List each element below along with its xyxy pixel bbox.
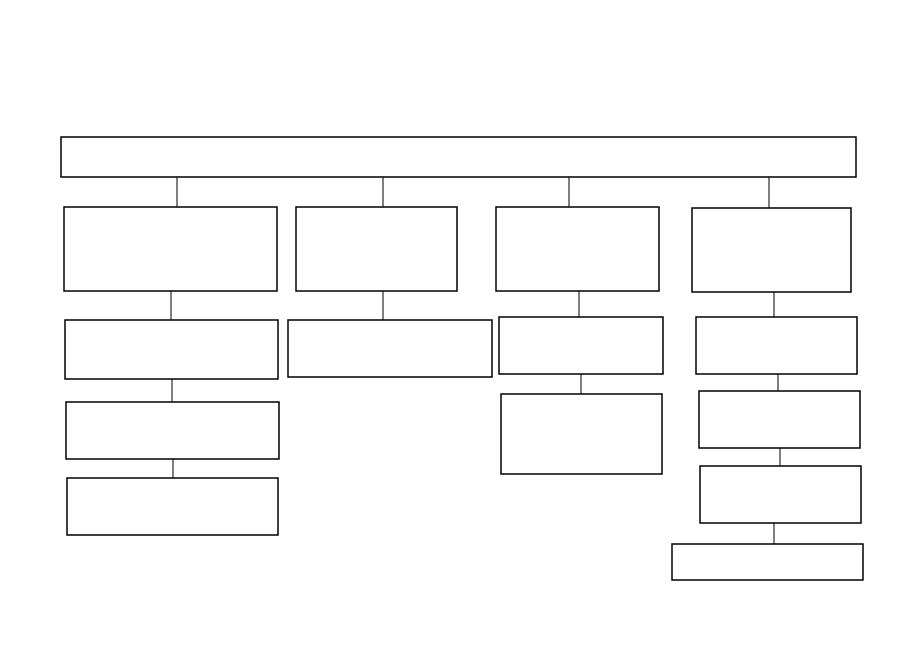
node-c2a [287, 319, 493, 378]
node-box-c1c [66, 477, 279, 536]
node-c4d [671, 543, 864, 581]
node-box-root [60, 136, 857, 178]
node-c1c [66, 477, 279, 536]
node-box-c3 [495, 206, 660, 292]
node-c4b [698, 390, 861, 449]
boxes-layer [60, 136, 864, 581]
node-c4c [699, 465, 862, 524]
node-box-c4a [695, 316, 858, 375]
node-box-c2a [287, 319, 493, 378]
node-box-c4b [698, 390, 861, 449]
node-c3b [500, 393, 663, 475]
node-c1a [64, 319, 279, 380]
node-c3 [495, 206, 660, 292]
node-c4 [691, 207, 852, 293]
node-box-c1b [65, 401, 280, 460]
node-box-c3a [498, 316, 664, 375]
node-box-c4d [671, 543, 864, 581]
node-box-c4c [699, 465, 862, 524]
node-c1b [65, 401, 280, 460]
node-c3a [498, 316, 664, 375]
node-box-c3b [500, 393, 663, 475]
node-box-c4 [691, 207, 852, 293]
node-c2 [295, 206, 458, 292]
node-box-c1a [64, 319, 279, 380]
node-c1 [63, 206, 278, 292]
connectors-layer [170, 177, 781, 544]
node-root [60, 136, 857, 178]
node-box-c2 [295, 206, 458, 292]
node-c4a [695, 316, 858, 375]
node-box-c1 [63, 206, 278, 292]
